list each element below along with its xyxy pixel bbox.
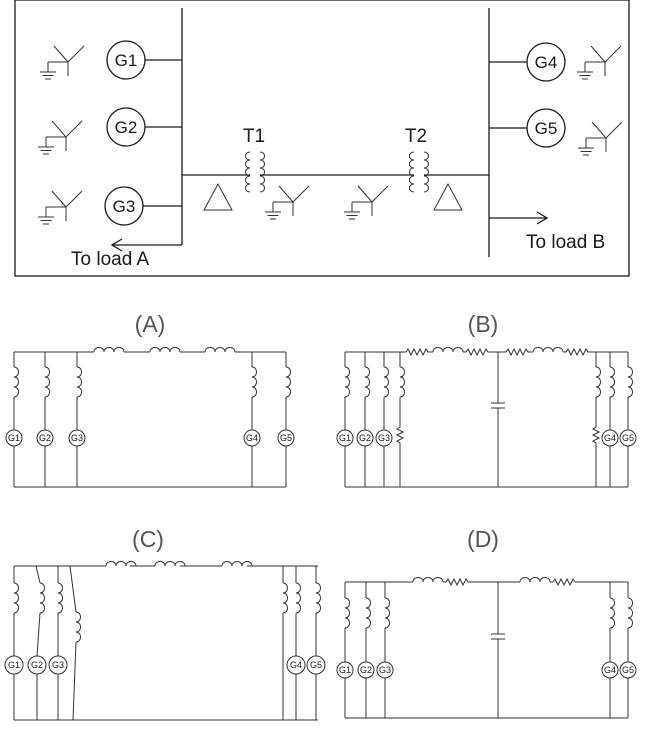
- svg-text:G2: G2: [360, 665, 372, 675]
- svg-text:T1: T1: [243, 126, 265, 147]
- svg-text:G5: G5: [310, 660, 322, 670]
- diagram-frame: [14, 0, 630, 277]
- svg-text:G5: G5: [622, 433, 634, 443]
- wye-ground-icon: [578, 122, 622, 155]
- load-a-branch: [69, 565, 81, 721]
- svg-text:G3: G3: [113, 197, 136, 216]
- svg-text:G4: G4: [535, 53, 558, 72]
- option-b-circuit: (B) G1 G2 G3: [336, 311, 637, 488]
- load-b-label: To load B: [526, 232, 605, 253]
- delta-icon: [433, 182, 463, 211]
- option-d-circuit: (D) G1 G2 G3: [336, 526, 637, 719]
- option-d-label: (D): [467, 526, 499, 552]
- svg-text:G1: G1: [339, 665, 351, 675]
- wye-ground-icon: [38, 191, 82, 224]
- svg-text:G4: G4: [290, 660, 302, 670]
- svg-text:G1: G1: [8, 433, 20, 443]
- option-a-label: (A): [135, 311, 166, 337]
- generator-g1: G1: [40, 40, 182, 80]
- transformer-t2: T2: [344, 126, 463, 219]
- wye-ground-icon: [38, 121, 82, 154]
- svg-text:G1: G1: [8, 660, 20, 670]
- wye-ground-icon: [577, 46, 621, 79]
- generator-g5: G5: [489, 108, 622, 155]
- wye-ground-icon: [265, 186, 309, 219]
- svg-text:G3: G3: [379, 665, 391, 675]
- svg-text:G3: G3: [52, 660, 64, 670]
- generator-g2: G2: [38, 107, 182, 154]
- svg-text:G2: G2: [115, 118, 138, 137]
- load-a-label: To load A: [71, 249, 149, 270]
- delta-icon: [203, 182, 233, 211]
- svg-text:G2: G2: [359, 433, 371, 443]
- svg-text:G4: G4: [604, 665, 616, 675]
- option-b-label: (B): [468, 311, 499, 337]
- generator-g3: G3: [38, 186, 182, 226]
- shunt-capacitor: [491, 582, 505, 718]
- load-a-arrow: [110, 238, 182, 252]
- svg-text:T2: T2: [405, 126, 427, 147]
- svg-text:G3: G3: [71, 433, 83, 443]
- transformer-t1: T1: [203, 126, 309, 219]
- load-b-arrow: [489, 211, 549, 225]
- load-b-branch: [592, 352, 601, 487]
- option-a-circuit: (A) G1 G2 G3 G4: [5, 311, 295, 488]
- wye-ground-icon: [344, 186, 388, 219]
- svg-text:G5: G5: [622, 665, 634, 675]
- svg-text:G2: G2: [31, 660, 43, 670]
- svg-text:G4: G4: [246, 433, 258, 443]
- svg-text:G1: G1: [339, 433, 351, 443]
- generator-g4: G4: [489, 42, 621, 82]
- one-line-diagram: G1 G2 G3 To load A T1: [14, 0, 630, 277]
- svg-text:G5: G5: [280, 433, 292, 443]
- svg-text:G2: G2: [39, 433, 51, 443]
- svg-text:G5: G5: [535, 119, 558, 138]
- load-b-branch: [282, 566, 288, 720]
- option-c-circuit: (C) G1 G2 G3: [4, 526, 326, 721]
- shunt-capacitor: [491, 352, 505, 487]
- wye-ground-icon: [40, 46, 84, 79]
- svg-text:G3: G3: [378, 433, 390, 443]
- load-a-branch: [396, 352, 405, 487]
- option-c-label: (C): [132, 526, 164, 552]
- svg-text:G4: G4: [604, 433, 616, 443]
- svg-text:G1: G1: [115, 51, 138, 70]
